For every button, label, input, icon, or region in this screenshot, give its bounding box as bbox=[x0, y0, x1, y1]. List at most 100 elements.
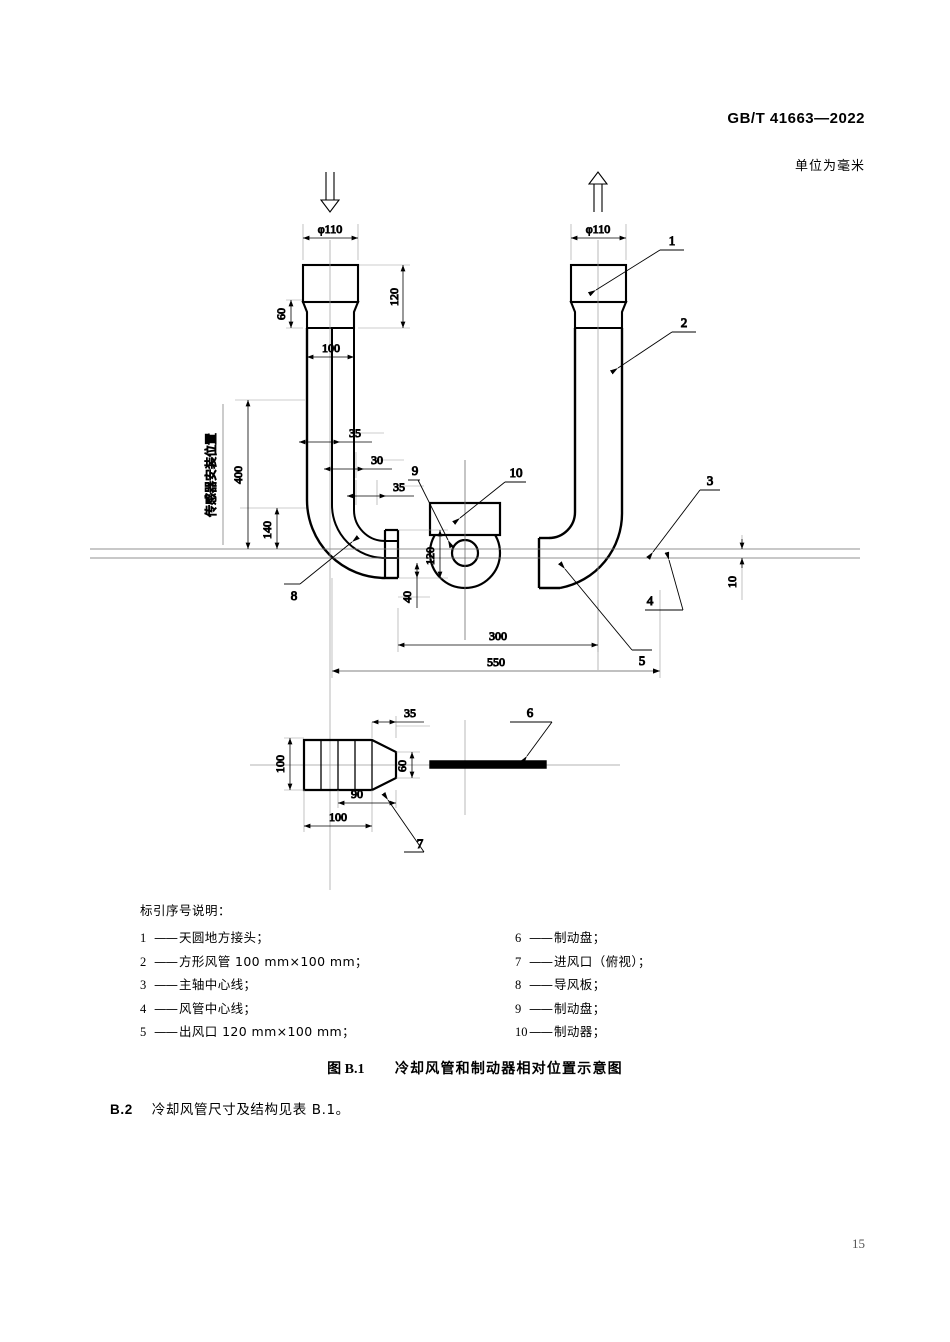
legend-item-dash: —— bbox=[529, 930, 553, 945]
dim-outlet-bottom-gap-label: 40 bbox=[400, 591, 414, 603]
legend-item-dash: —— bbox=[154, 930, 178, 945]
callout-leader-4 bbox=[645, 551, 684, 611]
callout-6-label: 6 bbox=[527, 705, 534, 720]
right-duct-inner-wall bbox=[537, 328, 577, 590]
callout-2-label: 2 bbox=[681, 315, 688, 330]
dim-vane-offset-a-label: 35 bbox=[349, 426, 361, 440]
legend-item-number: 6 bbox=[515, 931, 522, 945]
legend-item: 8 —— 导风板； bbox=[515, 974, 835, 998]
legend-item: 5 —— 出风口 120 mm×100 mm； bbox=[140, 1021, 515, 1045]
technical-drawing: φ110 120 60 100 bbox=[0, 160, 950, 900]
callout-leader-5 bbox=[558, 561, 652, 651]
callout-leader-8 bbox=[284, 535, 360, 585]
dim-elbow-height-label: 140 bbox=[260, 521, 274, 539]
figure-caption-title: 冷却风管和制动器相对位置示意图 bbox=[394, 1061, 623, 1077]
dim-inlet-width-label: 100 bbox=[273, 755, 287, 773]
callout-leader-7 bbox=[381, 792, 425, 853]
left-duct-transition bbox=[301, 300, 360, 330]
dim-span-total-label: 550 bbox=[487, 655, 505, 669]
legend-item: 3 —— 主轴中心线； bbox=[140, 974, 515, 998]
legend-item-text: 方形风管 100 mm×100 mm； bbox=[179, 953, 368, 969]
right-duct-collar bbox=[569, 263, 628, 304]
legend-item-text: 天圆地方接头； bbox=[179, 930, 270, 945]
callout-leader-3 bbox=[646, 489, 720, 560]
callout-1-label: 1 bbox=[669, 233, 676, 248]
legend-item: 9 —— 制动盘； bbox=[515, 998, 835, 1022]
dim-collar-height-label: 60 bbox=[274, 308, 288, 320]
sensor-position-label: 传感器安装位置 bbox=[203, 433, 218, 517]
right-duct-transition bbox=[569, 300, 628, 330]
unit-note: 单位为毫米 bbox=[794, 159, 865, 174]
legend-item-dash: —— bbox=[154, 953, 178, 969]
dim-inlet-inner-label: 90 bbox=[351, 787, 363, 801]
legend-item-text: 制动盘； bbox=[554, 1000, 606, 1016]
callout-leader-6 bbox=[510, 721, 553, 764]
callout-7-label: 7 bbox=[417, 836, 424, 851]
legend-item: 6 —— 制动盘； bbox=[515, 927, 835, 951]
callout-9-label: 9 bbox=[412, 463, 419, 478]
dim-vane-offset-c-label: 35 bbox=[393, 480, 405, 494]
legend-item: 7 —— 进风口（俯视）； bbox=[515, 951, 835, 975]
legend-columns: 1 —— 天圆地方接头； 2 —— 方形风管 100 mm×100 mm； 3 … bbox=[140, 927, 840, 1045]
legend-item-number: 2 bbox=[140, 954, 147, 969]
legend-item-text: 导风板； bbox=[554, 977, 606, 992]
inlet-top-view-ribs bbox=[320, 740, 373, 790]
dim-outlet-height-label: 120 bbox=[423, 547, 437, 565]
legend-item-number: 4 bbox=[140, 1001, 147, 1016]
legend-item-dash: —— bbox=[529, 977, 553, 992]
callout-leader-2 bbox=[609, 331, 696, 375]
dim-span-spindle-label: 300 bbox=[489, 629, 507, 643]
left-duct-collar bbox=[301, 263, 360, 304]
callout-5-label: 5 bbox=[639, 653, 646, 668]
left-duct-outlet-face bbox=[383, 528, 400, 578]
legend-item: 2 —— 方形风管 100 mm×100 mm； bbox=[140, 951, 515, 975]
dim-inlet-length-label: 35 bbox=[404, 706, 416, 720]
air-guide-vane-2 bbox=[353, 328, 398, 542]
inlet-flow-arrow bbox=[319, 172, 341, 213]
legend-item-text: 制动器； bbox=[554, 1024, 606, 1039]
legend-item-dash: —— bbox=[154, 1024, 178, 1039]
legend-item-text: 出风口 120 mm×100 mm； bbox=[179, 1024, 356, 1039]
outlet-flow-arrow bbox=[587, 171, 609, 212]
legend-column-right: 6 —— 制动盘； 7 —— 进风口（俯视）； 8 —— 导风板； 9 —— bbox=[515, 927, 835, 1045]
callout-3-label: 3 bbox=[707, 473, 714, 488]
dim-transition-height-label: 120 bbox=[387, 288, 401, 306]
legend-item-number: 7 bbox=[515, 954, 522, 969]
legend-item-dash: —— bbox=[529, 1000, 553, 1016]
callout-8-label: 8 bbox=[291, 588, 298, 603]
callout-4-label: 4 bbox=[647, 593, 654, 608]
dim-inlet-outer-label: 100 bbox=[329, 810, 347, 824]
dim-duct-width-label: 100 bbox=[322, 341, 340, 355]
legend-item-number: 8 bbox=[515, 978, 522, 992]
callout-10-label: 10 bbox=[510, 465, 523, 480]
legend-item-number: 5 bbox=[140, 1025, 147, 1039]
legend-item-text: 主轴中心线； bbox=[179, 977, 257, 992]
legend-item-text: 风管中心线； bbox=[179, 1000, 257, 1016]
standard-number: GB/T 41663—2022 bbox=[727, 110, 865, 127]
dim-right-diameter-label: φ110 bbox=[586, 222, 610, 236]
legend-item-dash: —— bbox=[529, 1024, 553, 1039]
legend-item: 4 —— 风管中心线； bbox=[140, 998, 515, 1022]
dim-vane-offset-b-label: 30 bbox=[371, 453, 383, 467]
dim-sensor-height-label: 400 bbox=[231, 466, 245, 484]
right-duct-outer-wall bbox=[559, 328, 624, 590]
legend-item-dash: —— bbox=[154, 977, 178, 992]
figure-caption-number: 图 B.1 bbox=[327, 1062, 365, 1077]
legend-item: 1 —— 天圆地方接头； bbox=[140, 927, 515, 951]
legend-item-number: 10 bbox=[515, 1025, 528, 1039]
legend-item: 10 —— 制动器； bbox=[515, 1021, 835, 1045]
legend-item-dash: —— bbox=[529, 953, 553, 969]
legend-title: 标引序号说明： bbox=[140, 903, 232, 918]
air-guide-vane-1 bbox=[331, 328, 398, 559]
legend-item-number: 1 bbox=[140, 931, 147, 945]
left-duct-outer-wall bbox=[305, 328, 398, 580]
dim-centerline-gap-label: 10 bbox=[725, 576, 739, 588]
dim-inlet-throat-label: 60 bbox=[395, 760, 409, 772]
legend-item-dash: —— bbox=[154, 1000, 178, 1016]
page-number: 15 bbox=[852, 1236, 865, 1251]
figure-caption: 图 B.1 冷却风管和制动器相对位置示意图 bbox=[0, 1058, 950, 1078]
legend-item-number: 9 bbox=[515, 1001, 522, 1016]
callout-leader-1 bbox=[587, 249, 684, 297]
section-text: 冷却风管尺寸及结构见表 B.1。 bbox=[151, 1102, 350, 1118]
